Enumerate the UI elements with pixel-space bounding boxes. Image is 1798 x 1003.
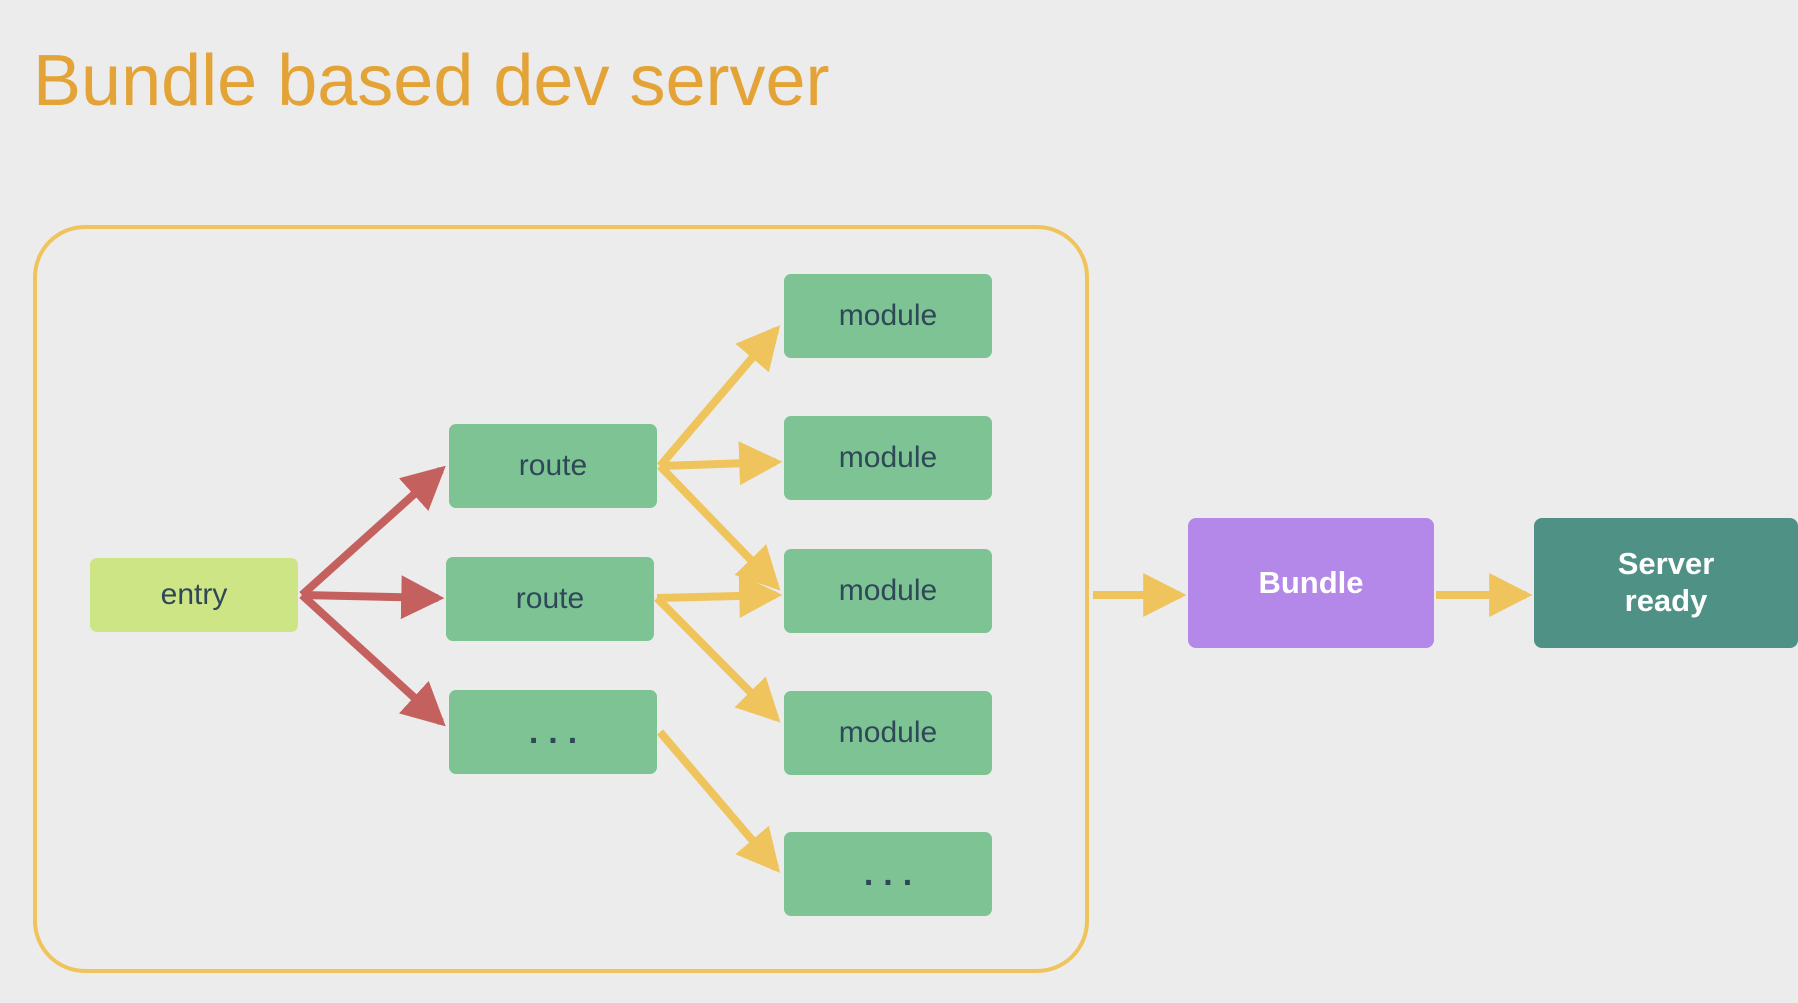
node-entry[interactable]: entry <box>90 558 298 632</box>
node-bundle[interactable]: Bundle <box>1188 518 1434 648</box>
node-server-ready[interactable]: Server ready <box>1534 518 1798 648</box>
node-module-1[interactable]: module <box>784 274 992 358</box>
node-entry-label: entry <box>160 578 228 612</box>
node-module-4-label: module <box>838 716 938 750</box>
node-route-1-label: route <box>518 449 588 483</box>
node-server-ready-label: Server ready <box>1617 546 1715 618</box>
edge-entry-to-route-3 <box>299 592 446 727</box>
edge-route-2-to-module-3 <box>656 573 783 618</box>
edge-route-3-to-module-5 <box>656 729 781 873</box>
edge-entry-to-route-2 <box>301 575 445 620</box>
node-module-ellipsis[interactable]: ... <box>784 832 992 916</box>
node-module-1-label: module <box>838 299 938 333</box>
edge-route-1-to-module-2 <box>659 441 783 486</box>
node-route-2-label: route <box>515 582 585 616</box>
node-route-2[interactable]: route <box>446 557 654 641</box>
node-module-2-label: module <box>838 441 938 475</box>
node-module-3[interactable]: module <box>784 549 992 633</box>
node-module-4[interactable]: module <box>784 691 992 775</box>
node-route-ellipsis[interactable]: ... <box>449 690 657 774</box>
bundle-graph-container <box>33 225 1089 973</box>
node-route-ellipsis-label: ... <box>528 712 588 751</box>
node-module-2[interactable]: module <box>784 416 992 500</box>
edge-route-1-to-module-3 <box>657 463 781 591</box>
edge-entry-to-route-1 <box>299 465 446 598</box>
edge-route-2-to-module-4 <box>654 595 781 723</box>
edge-route-1-to-module-1 <box>656 325 781 469</box>
node-module-3-label: module <box>838 574 938 608</box>
node-bundle-label: Bundle <box>1258 564 1364 600</box>
page-title: Bundle based dev server <box>33 41 830 121</box>
node-module-ellipsis-label: ... <box>863 854 923 893</box>
node-route-1[interactable]: route <box>449 424 657 508</box>
